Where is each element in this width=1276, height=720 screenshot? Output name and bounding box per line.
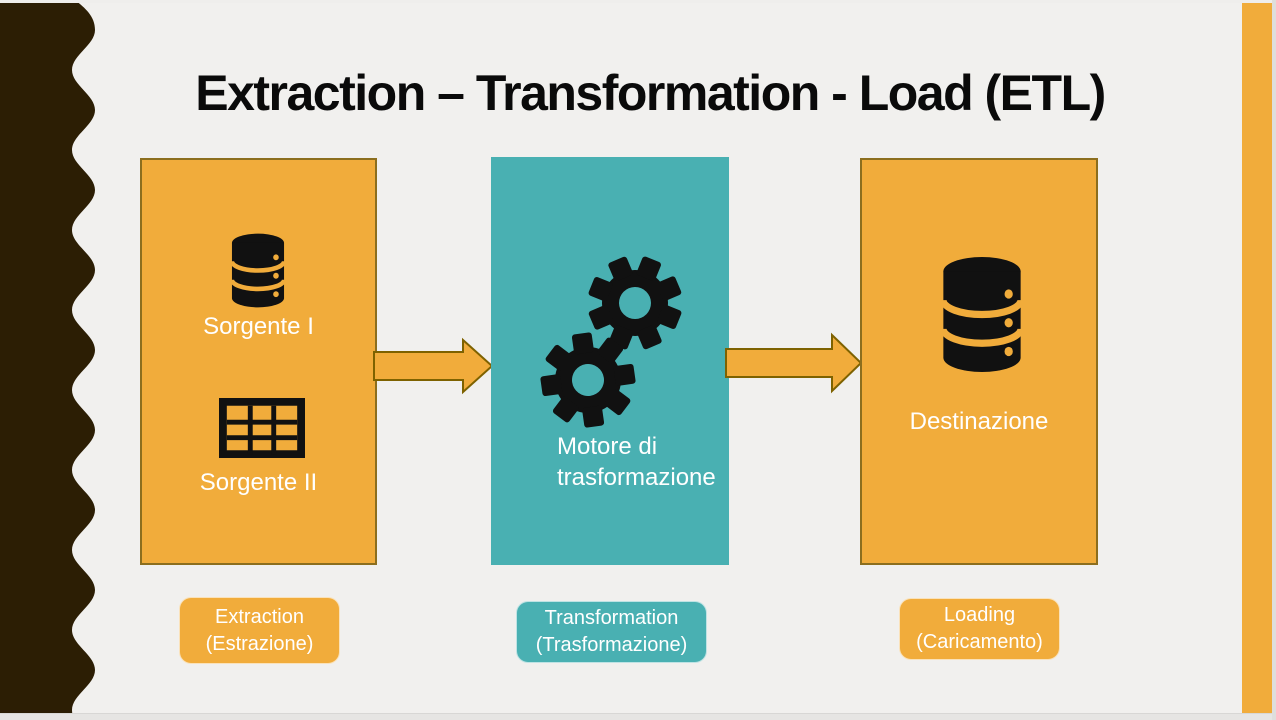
slide-title: Extraction – Transformation - Load (ETL): [195, 64, 1106, 121]
destination-label: Destinazione: [909, 408, 1049, 435]
flow-arrow-right-icon: [373, 337, 494, 395]
slide-edge-right: [1272, 0, 1276, 720]
slide-edge-bottom: [0, 713, 1276, 720]
badge-extraction: Extraction (Estrazione): [179, 597, 340, 664]
badge-loading-line2: (Caricamento): [916, 631, 1043, 653]
destination-box: Destinazione: [860, 158, 1098, 565]
right-accent-stripe: [1242, 0, 1272, 720]
badge-transformation-line2: (Trasformazione): [535, 634, 688, 656]
badge-loading-line1: Loading: [943, 604, 1016, 626]
source2-label: Sorgente II: [199, 469, 318, 496]
transform-label-line2: trasformazione: [557, 464, 716, 491]
database-icon: [936, 256, 1028, 373]
transform-label-line1: Motore di: [557, 433, 658, 460]
badge-extraction-line1: Extraction: [215, 605, 304, 628]
sidebar-wave-decoration: [0, 0, 95, 720]
table-icon: [219, 398, 305, 458]
badge-extraction-line2: (Estrazione): [205, 632, 314, 655]
transform-label: Motore di trasformazione: [557, 431, 737, 493]
badge-transformation: Transformation (Trasformazione): [516, 601, 707, 663]
slide-edge-top: [0, 0, 1276, 3]
gears-icon: [534, 245, 695, 434]
transform-box: Motore di trasformazione: [491, 157, 729, 565]
badge-transformation-line1: Transformation: [544, 607, 679, 629]
flow-arrow-right-icon: [725, 332, 863, 394]
source1-label: Sorgente I: [203, 313, 314, 340]
database-icon: [227, 233, 289, 308]
badge-loading: Loading (Caricamento): [899, 598, 1060, 660]
source-box: Sorgente I Sorgente II: [140, 158, 377, 565]
